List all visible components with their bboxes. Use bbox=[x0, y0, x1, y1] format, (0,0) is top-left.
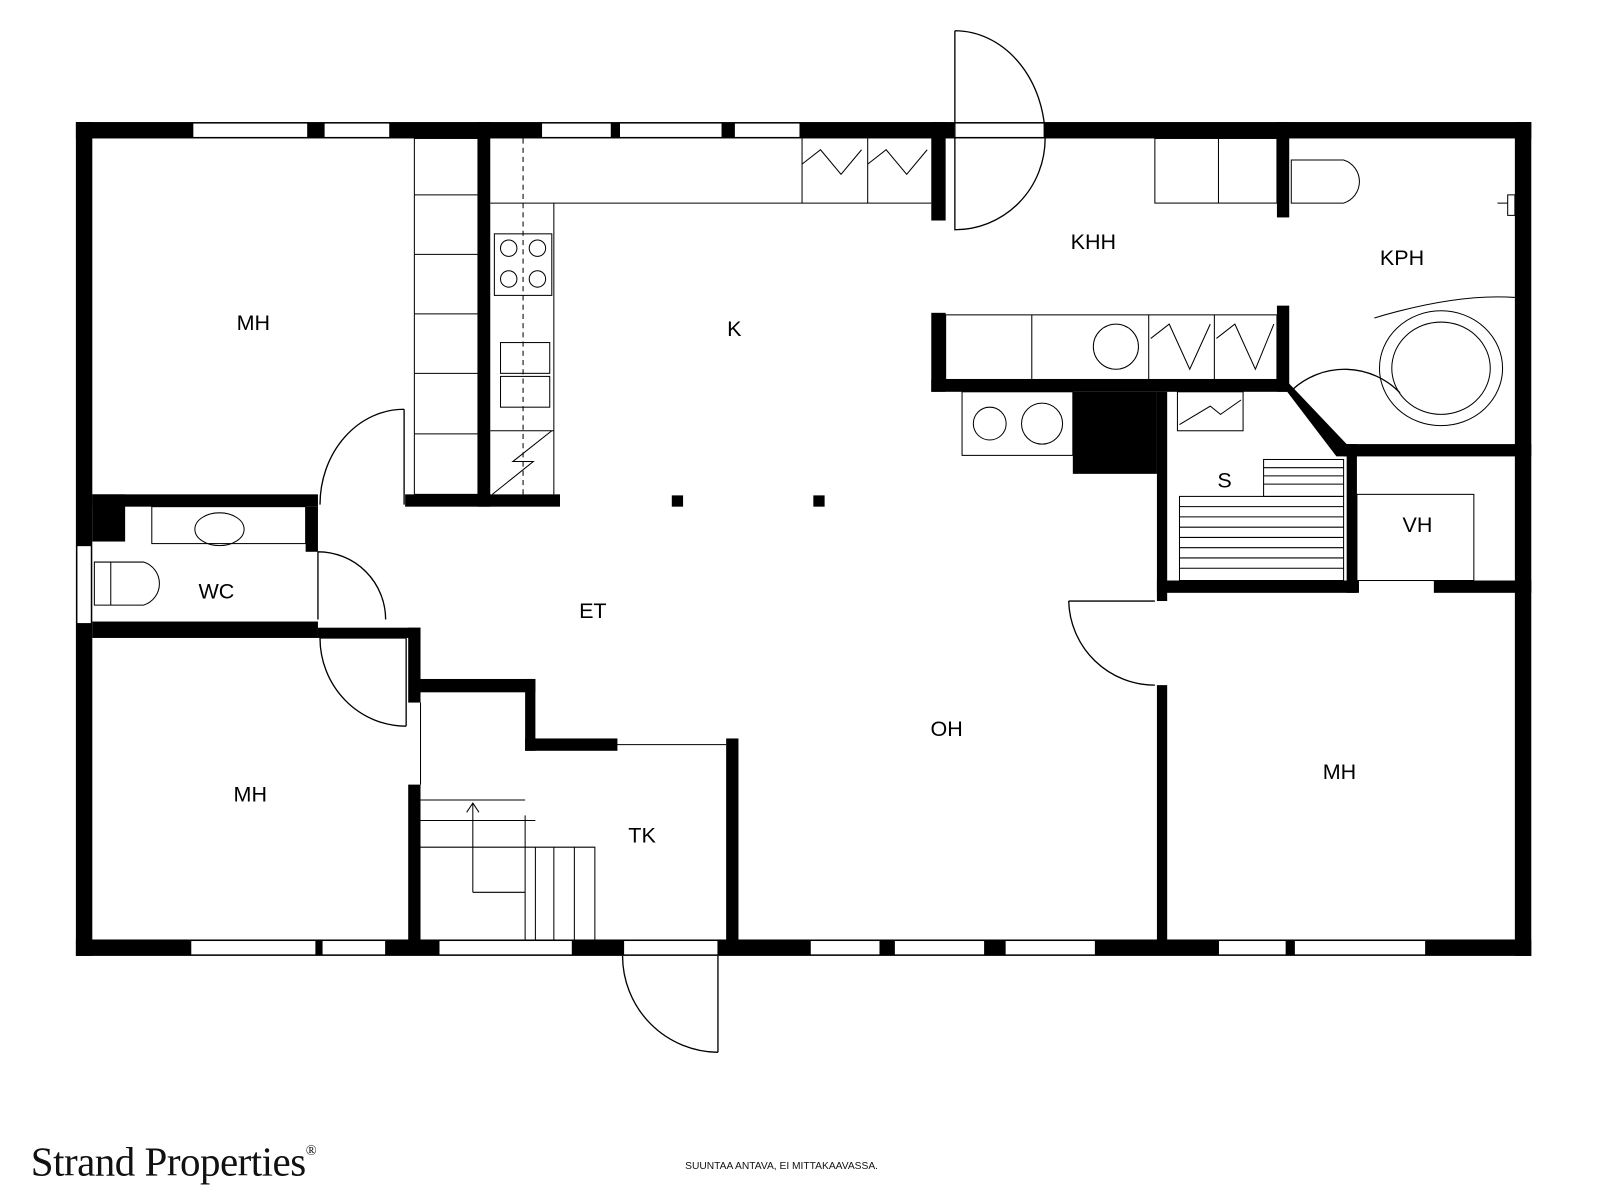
walls bbox=[75, 122, 1532, 956]
sink-icon bbox=[499, 342, 551, 374]
doors bbox=[317, 30, 1401, 1053]
room-label-mh-2: MH bbox=[234, 783, 267, 807]
dryer-icon bbox=[1021, 402, 1064, 445]
room-label-tk: TK bbox=[628, 824, 656, 848]
room-label-wc: WC bbox=[198, 580, 234, 604]
room-label-khh: KHH bbox=[1071, 230, 1116, 254]
toilet-icon bbox=[1290, 159, 1360, 204]
wc-toilet-icon bbox=[93, 561, 160, 606]
wc-sink-icon bbox=[194, 512, 245, 547]
room-label-mh-3: MH bbox=[1323, 760, 1356, 784]
room-label-kph: KPH bbox=[1380, 246, 1424, 270]
fixtures bbox=[93, 137, 1516, 940]
room-label-mh: MH bbox=[237, 311, 270, 335]
room-label-et: ET bbox=[579, 599, 607, 623]
room-label-oh: OH bbox=[931, 717, 963, 741]
bathtub-icon bbox=[1378, 310, 1504, 427]
utility-sink-icon bbox=[1092, 323, 1139, 370]
room-labels: MH K KHH KPH WC ET OH MH TK MH S VH bbox=[198, 230, 1432, 848]
room-label-vh: VH bbox=[1402, 513, 1432, 537]
sauna-bench bbox=[1178, 495, 1345, 582]
scale-disclaimer: SUUNTAA ANTAVA, EI MITTAKAAVASSA. bbox=[685, 1161, 878, 1172]
brand-logo: Strand Properties® bbox=[31, 1138, 317, 1184]
stove-icon bbox=[493, 233, 553, 296]
windows bbox=[76, 122, 1427, 956]
room-label-s: S bbox=[1217, 469, 1231, 493]
room-label-k: K bbox=[727, 317, 742, 341]
footer: Strand Properties® SUUNTAA ANTAVA, EI MI… bbox=[31, 1138, 878, 1184]
washer-icon bbox=[972, 406, 1007, 441]
